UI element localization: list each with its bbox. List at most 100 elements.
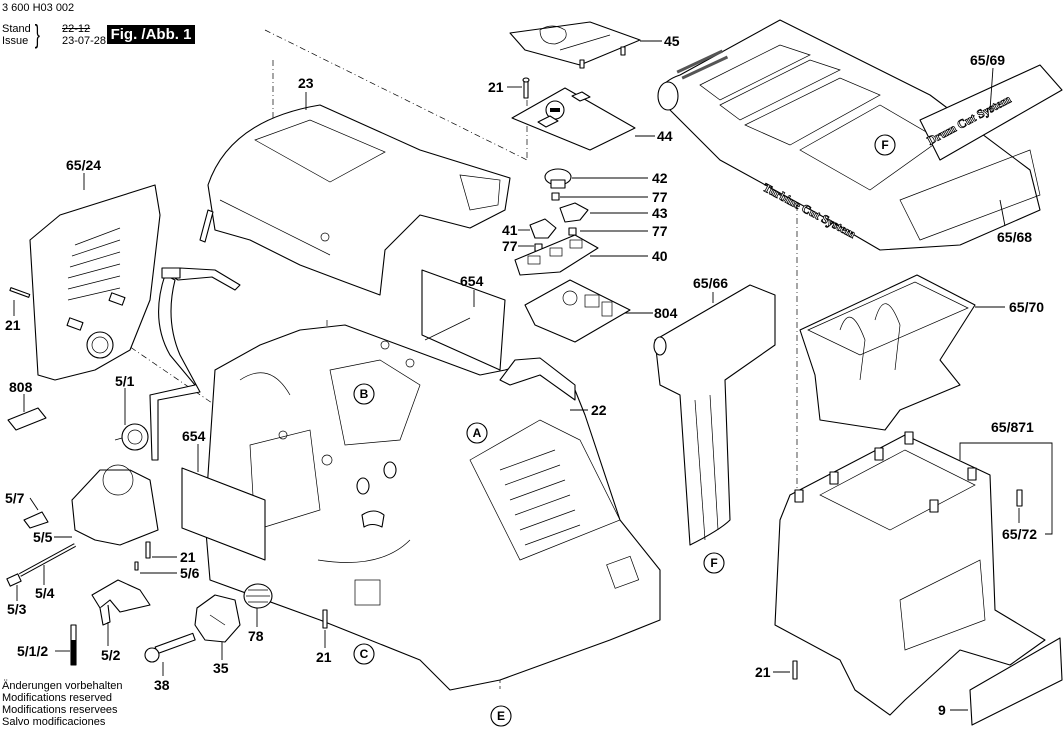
issue-date: 23-07-28 (62, 35, 107, 47)
callout-23: 23 (298, 75, 314, 91)
callout-38: 38 (154, 677, 170, 693)
callout-43: 43 (652, 205, 668, 221)
ref-marker-a: A (466, 422, 488, 444)
part-41-button (529, 218, 557, 239)
part-804-circuit-board (524, 279, 631, 343)
svg-text:B: B (360, 387, 369, 401)
stand-label: Stand (2, 23, 31, 35)
leader-lines (13, 40, 1053, 711)
callout-21: 21 (755, 664, 771, 680)
callout-5-7: 5/7 (5, 490, 25, 506)
ref-marker-f-top: F (874, 134, 896, 156)
callout-9: 9 (938, 702, 946, 718)
callout-45: 45 (664, 33, 680, 49)
figure-badge: Fig. /Abb. 1 (107, 25, 195, 44)
part-65-871-collection-box (774, 431, 1046, 716)
footer-line-es: Salvo modificaciones (2, 716, 106, 728)
callout-65-69: 65/69 (970, 52, 1005, 68)
callout-40: 40 (652, 248, 668, 264)
screw-21-side (9, 287, 31, 298)
svg-text:F: F (881, 138, 888, 152)
callout-21: 21 (488, 79, 504, 95)
callout-65-68: 65/68 (997, 229, 1032, 245)
callout-804: 804 (654, 305, 678, 321)
ref-marker-b: B (353, 383, 375, 405)
ref-marker-f-bottom: F (703, 552, 725, 574)
svg-text:F: F (710, 556, 717, 570)
part-45-top-cover (509, 21, 641, 69)
callout-77: 77 (502, 238, 518, 254)
part-40-carrier (514, 234, 599, 276)
part-78-spring (243, 583, 273, 609)
part-65-24-side-cover (29, 184, 161, 381)
part-38-bolt (144, 632, 196, 663)
callout-5-2: 5/2 (101, 647, 121, 663)
part-65-72-pin (1016, 489, 1023, 507)
callout-5-1: 5/1 (115, 373, 135, 389)
part-9-type-plate (969, 637, 1063, 726)
svg-text:E: E (497, 709, 505, 723)
brace-icon: } (34, 19, 40, 49)
callout-5-3: 5/3 (7, 601, 27, 617)
callout-5-6: 5/6 (180, 565, 200, 581)
part-5-2-bracket (91, 579, 151, 626)
part-5-1-plug (114, 423, 149, 451)
part-5-1-2-pin (70, 624, 77, 666)
ref-marker-c: C (353, 643, 375, 665)
callout-65-871: 65/871 (991, 419, 1034, 435)
issue-label: Issue (2, 35, 29, 47)
callout-22: 22 (591, 402, 607, 418)
svg-text:A: A (473, 426, 482, 440)
callout-labels: 45 21 44 23 65/24 21 808 5/1 654 654 42 … (5, 33, 1044, 718)
footer-line-fr: Modifications reservees (2, 704, 118, 716)
callout-21: 21 (5, 317, 21, 333)
callout-65-24: 65/24 (66, 157, 101, 173)
callout-42: 42 (652, 170, 668, 186)
callout-654: 654 (182, 428, 206, 444)
part-43-button (559, 202, 589, 223)
screw-21-box (792, 660, 798, 680)
footer-line-en: Modifications reserved (2, 692, 113, 704)
screw-21-top (522, 77, 530, 99)
part-22-lower-housing (204, 324, 661, 691)
part-65-70-funnel (799, 274, 976, 431)
reference-markers: A B C E F F (353, 134, 896, 727)
screw-21-bracket (145, 541, 151, 559)
ref-marker-e: E (490, 705, 512, 727)
callout-808: 808 (9, 379, 33, 395)
callout-21: 21 (316, 649, 332, 665)
part-5-7-clip (23, 511, 49, 529)
part-23-upper-housing (199, 104, 511, 296)
callout-654: 654 (460, 273, 484, 289)
stand-old-date: 22-12 (62, 23, 91, 35)
callout-77: 77 (652, 223, 668, 239)
part-5-4-rod (19, 543, 76, 577)
footer-line-de: Änderungen vorbehalten (2, 680, 123, 692)
part-65-68-hopper-top: Turbine Cut System (657, 19, 1041, 251)
part-654-label-upper (421, 269, 506, 371)
part-65-66-pusher (653, 284, 776, 546)
part-5-5-switch-holder (71, 464, 159, 546)
callout-65-66: 65/66 (693, 275, 728, 291)
part-44-switch-plate (511, 87, 636, 151)
part-5-6-pin (134, 561, 139, 571)
callout-65-72: 65/72 (1002, 526, 1037, 542)
part-35-knob (194, 594, 241, 643)
callout-35: 35 (213, 660, 229, 676)
part-654-label-lower (181, 467, 266, 561)
callout-5-5: 5/5 (33, 529, 53, 545)
callout-65-70: 65/70 (1009, 299, 1044, 315)
callout-41: 41 (502, 222, 518, 238)
callout-78: 78 (248, 628, 264, 644)
callout-5-1-2: 5/1/2 (17, 643, 48, 659)
part-5-3-spring (6, 573, 22, 587)
document-number: 3 600 H03 002 (2, 2, 75, 14)
callout-44: 44 (657, 128, 673, 144)
wiring-harness (149, 267, 241, 461)
part-42-knob (544, 168, 572, 189)
callout-5-4: 5/4 (35, 585, 55, 601)
callout-21: 21 (180, 549, 196, 565)
part-808-label (7, 407, 47, 431)
callout-77: 77 (652, 189, 668, 205)
